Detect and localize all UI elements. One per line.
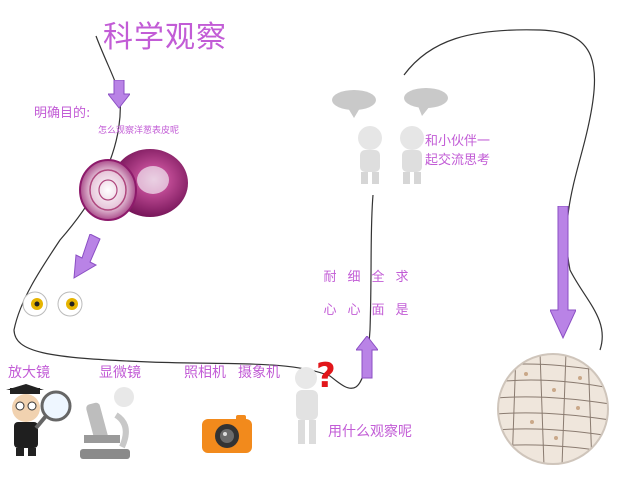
tool-camera-label: 照相机 (184, 365, 226, 381)
flow-path-left (13, 35, 374, 389)
magnifier-figure-icon (6, 384, 72, 456)
microscope-icon (80, 387, 134, 459)
goal-subtitle: 怎么观察洋葱表皮呢 (98, 126, 180, 136)
discussion-label: 和小伙伴一 起交流思考 (425, 134, 491, 168)
attitude-naixin: 耐心 (323, 270, 337, 318)
flow-path-right (403, 29, 603, 351)
attitude-xixin: 细心 (347, 270, 361, 318)
eyes-icon (22, 291, 83, 317)
onion-cells-image (497, 353, 609, 465)
question-label: 用什么观察呢 (328, 424, 412, 440)
page-title: 科学观察 (103, 20, 227, 55)
down-arrow-icon (108, 80, 130, 109)
up-arrow-icon (356, 336, 378, 379)
camera-icon (202, 415, 252, 453)
discussion-figures-icon (332, 88, 448, 184)
tool-microscope-label: 显微镜 (99, 365, 141, 381)
question-figure-icon (295, 367, 318, 444)
tool-video-label: 摄象机 (238, 365, 280, 381)
onion-image (79, 149, 188, 221)
question-mark-icon: ? (316, 356, 336, 396)
attitude-qiushi: 求是 (395, 270, 409, 318)
goal-label: 明确目的: (34, 106, 91, 121)
attitude-quanmian: 全面 (371, 270, 385, 318)
tool-magnifier-label: 放大镜 (8, 365, 50, 381)
long-down-arrow-icon (550, 206, 576, 340)
down-left-arrow-icon (73, 234, 101, 279)
